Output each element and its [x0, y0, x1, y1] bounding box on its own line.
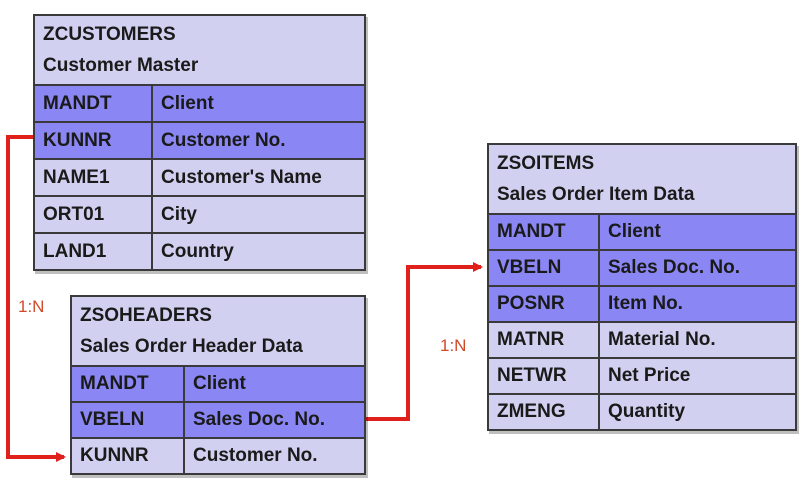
field-row: KUNNR Customer No.: [72, 437, 364, 473]
field-label: Material No.: [599, 321, 795, 358]
field-label: Net Price: [599, 357, 795, 394]
entity-name: ZSOHEADERS: [80, 305, 212, 326]
field-name: VBELN: [489, 249, 600, 286]
field-table: MANDT Client KUNNR Customer No. NAME1 Cu…: [35, 84, 364, 269]
entity-zcustomers: ZCUSTOMERS Customer Master MANDT Client …: [33, 14, 366, 271]
cardinality-label: 1:N: [18, 297, 45, 316]
field-name: VBELN: [72, 401, 185, 438]
field-label: Customer No.: [152, 121, 364, 159]
field-name: MANDT: [35, 84, 153, 122]
field-table: MANDT Client VBELN Sales Doc. No. POSNR …: [489, 213, 795, 429]
field-row: LAND1 Country: [35, 232, 364, 269]
field-label: Sales Doc. No.: [184, 401, 364, 438]
cardinality-label: 1:N: [440, 336, 467, 355]
field-name: MANDT: [72, 365, 185, 402]
field-name: ORT01: [35, 195, 153, 233]
relationship-line-customers-headers: [6, 135, 66, 462]
field-label: City: [152, 195, 364, 233]
field-label: Client: [599, 213, 795, 250]
field-label: Quantity: [599, 393, 795, 429]
field-row: MANDT Client: [72, 365, 364, 402]
entity-zsoitems: ZSOITEMS Sales Order Item Data MANDT Cli…: [487, 143, 797, 431]
field-name: POSNR: [489, 285, 600, 322]
field-label: Country: [152, 232, 364, 269]
field-row: VBELN Sales Doc. No.: [489, 249, 795, 286]
field-name: NETWR: [489, 357, 600, 394]
field-row: MANDT Client: [489, 213, 795, 250]
field-name: MATNR: [489, 321, 600, 358]
field-row: NAME1 Customer's Name: [35, 158, 364, 196]
field-row: POSNR Item No.: [489, 285, 795, 322]
field-row: MATNR Material No.: [489, 321, 795, 358]
field-row: NETWR Net Price: [489, 357, 795, 394]
field-name: NAME1: [35, 158, 153, 196]
field-label: Sales Doc. No.: [599, 249, 795, 286]
field-label: Item No.: [599, 285, 795, 322]
entity-name: ZCUSTOMERS: [43, 24, 176, 45]
field-row: VBELN Sales Doc. No.: [72, 401, 364, 438]
relationship-line-headers-items: [366, 262, 483, 421]
field-row: MANDT Client: [35, 84, 364, 122]
field-row: KUNNR Customer No.: [35, 121, 364, 159]
entity-description: Customer Master: [43, 55, 199, 76]
entity-zsoheaders: ZSOHEADERS Sales Order Header Data MANDT…: [70, 295, 366, 475]
field-label: Client: [184, 365, 364, 402]
field-table: MANDT Client VBELN Sales Doc. No. KUNNR …: [72, 365, 364, 473]
field-row: ORT01 City: [35, 195, 364, 233]
field-name: KUNNR: [35, 121, 153, 159]
field-name: KUNNR: [72, 437, 185, 473]
field-row: ZMENG Quantity: [489, 393, 795, 429]
entity-name: ZSOITEMS: [497, 153, 595, 174]
field-label: Customer No.: [184, 437, 364, 473]
entity-description: Sales Order Item Data: [497, 184, 695, 205]
field-label: Customer's Name: [152, 158, 364, 196]
entity-description: Sales Order Header Data: [80, 336, 303, 357]
field-name: ZMENG: [489, 393, 600, 429]
field-name: MANDT: [489, 213, 600, 250]
field-name: LAND1: [35, 232, 153, 269]
field-label: Client: [152, 84, 364, 122]
